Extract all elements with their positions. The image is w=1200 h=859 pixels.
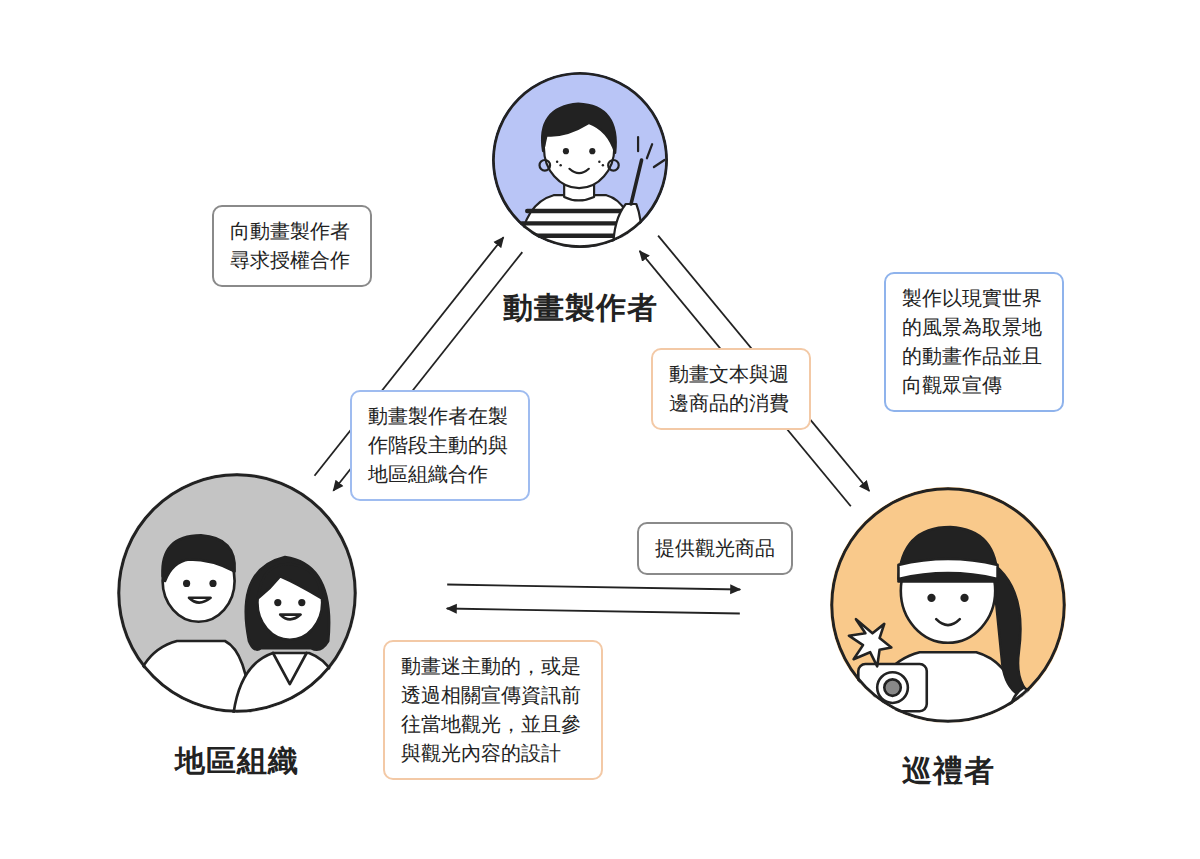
- circle-outline: [830, 487, 1066, 723]
- person-node: 巡禮者: [830, 487, 1066, 792]
- edge-label-box: 製作以現實世界的風景為取景地的動畫作品並且向觀眾宣傳: [884, 272, 1064, 412]
- edge-label-box: 動畫文本與週邊商品的消費: [651, 348, 811, 430]
- person-node: 地區組織: [117, 473, 357, 782]
- edge-label-box: 動畫迷主動的，或是透過相關宣傳資訊前往當地觀光，並且參與觀光內容的設計: [383, 640, 603, 780]
- portrait-circle: [492, 72, 668, 248]
- circle-outline: [117, 473, 357, 713]
- node-name: 動畫製作者: [452, 288, 708, 329]
- portrait-circle: [830, 487, 1066, 723]
- node-name: 地區組織: [77, 741, 397, 782]
- edge-label-box: 提供觀光商品: [637, 522, 793, 575]
- arrow-connector: [447, 585, 740, 590]
- circle-outline: [492, 72, 668, 248]
- edge-label-box: 向動畫製作者尋求授權合作: [212, 205, 372, 287]
- person-node: 動畫製作者: [492, 72, 668, 329]
- portrait-circle: [117, 473, 357, 713]
- edge-label-box: 動畫製作者在製作階段主動的與地區組織合作: [350, 390, 530, 501]
- node-name: 巡禮者: [790, 751, 1106, 792]
- arrow-connector: [447, 609, 740, 614]
- arrow-connector: [640, 251, 851, 506]
